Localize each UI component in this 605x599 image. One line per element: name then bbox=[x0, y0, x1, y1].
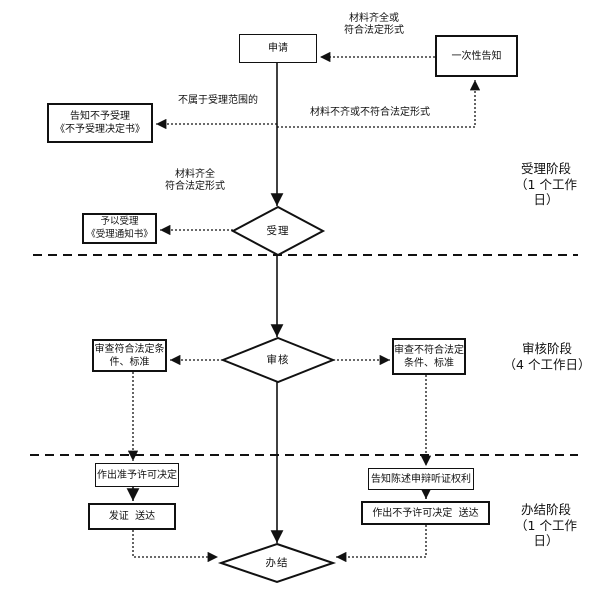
diamond-review bbox=[220, 336, 336, 384]
node-notice-rejection: 告知不予受理 《不予受理决定书》 bbox=[47, 103, 153, 143]
node-one-time-notice: 一次性告知 bbox=[435, 35, 518, 77]
node-hearing-rights-label: 告知陈述申辩听证权利 bbox=[371, 473, 471, 485]
node-meets-conditions-label: 审查符合法定条 件、标准 bbox=[94, 343, 165, 368]
edge-label-not-in-scope: 不属于受理范围的 bbox=[178, 95, 258, 106]
diamond-review-label: 审核 bbox=[266, 354, 290, 366]
node-apply: 申请 bbox=[239, 34, 317, 63]
node-one-time-notice-label: 一次性告知 bbox=[451, 50, 502, 62]
node-hearing-rights: 告知陈述申辩听证权利 bbox=[368, 468, 474, 490]
node-grant-decision-label: 作出准予许可决定 bbox=[97, 469, 177, 481]
node-apply-label: 申请 bbox=[268, 43, 288, 54]
edge-to-one-time-notice bbox=[277, 80, 481, 128]
edge-issue-to-complete bbox=[132, 530, 218, 563]
stage-label-review: 审核阶段 （4 个工作日） bbox=[503, 341, 591, 372]
stage-label-completion: 办结阶段 （1 个工作 日） bbox=[515, 502, 577, 548]
node-notice-rejection-label: 告知不予受理 《不予受理决定书》 bbox=[55, 111, 145, 135]
diamond-accept-label: 受理 bbox=[266, 225, 290, 237]
node-issue-deliver: 发证 送达 bbox=[88, 503, 176, 530]
stage-label-acceptance: 受理阶段 （1 个工作 日） bbox=[515, 161, 577, 207]
edge-deny-to-complete bbox=[336, 525, 427, 563]
node-deny-decision: 作出不予许可决定 送达 bbox=[361, 501, 490, 525]
edge-label-materials-complete-or-legal: 材料齐全或 符合法定形式 bbox=[344, 13, 404, 36]
diamond-complete bbox=[217, 542, 337, 584]
node-grant-acceptance-label: 予以受理 《受理通知书》 bbox=[86, 216, 153, 240]
diamond-complete-label: 办结 bbox=[265, 557, 289, 569]
node-meets-conditions: 审查符合法定条 件、标准 bbox=[92, 339, 167, 372]
node-grant-decision: 作出准予许可决定 bbox=[95, 463, 179, 487]
node-deny-decision-label: 作出不予许可决定 送达 bbox=[372, 507, 479, 519]
edge-label-materials-complete-legal: 材料齐全 符合法定形式 bbox=[165, 169, 225, 192]
node-not-meets-conditions-label: 审查不符合法定 条件、标准 bbox=[394, 344, 464, 369]
edge-label-materials-incomplete: 材料不齐或不符合法定形式 bbox=[310, 107, 430, 118]
node-grant-acceptance: 予以受理 《受理通知书》 bbox=[82, 213, 157, 244]
diamond-accept bbox=[230, 205, 326, 257]
node-not-meets-conditions: 审查不符合法定 条件、标准 bbox=[392, 338, 466, 375]
node-issue-deliver-label: 发证 送达 bbox=[108, 511, 156, 522]
